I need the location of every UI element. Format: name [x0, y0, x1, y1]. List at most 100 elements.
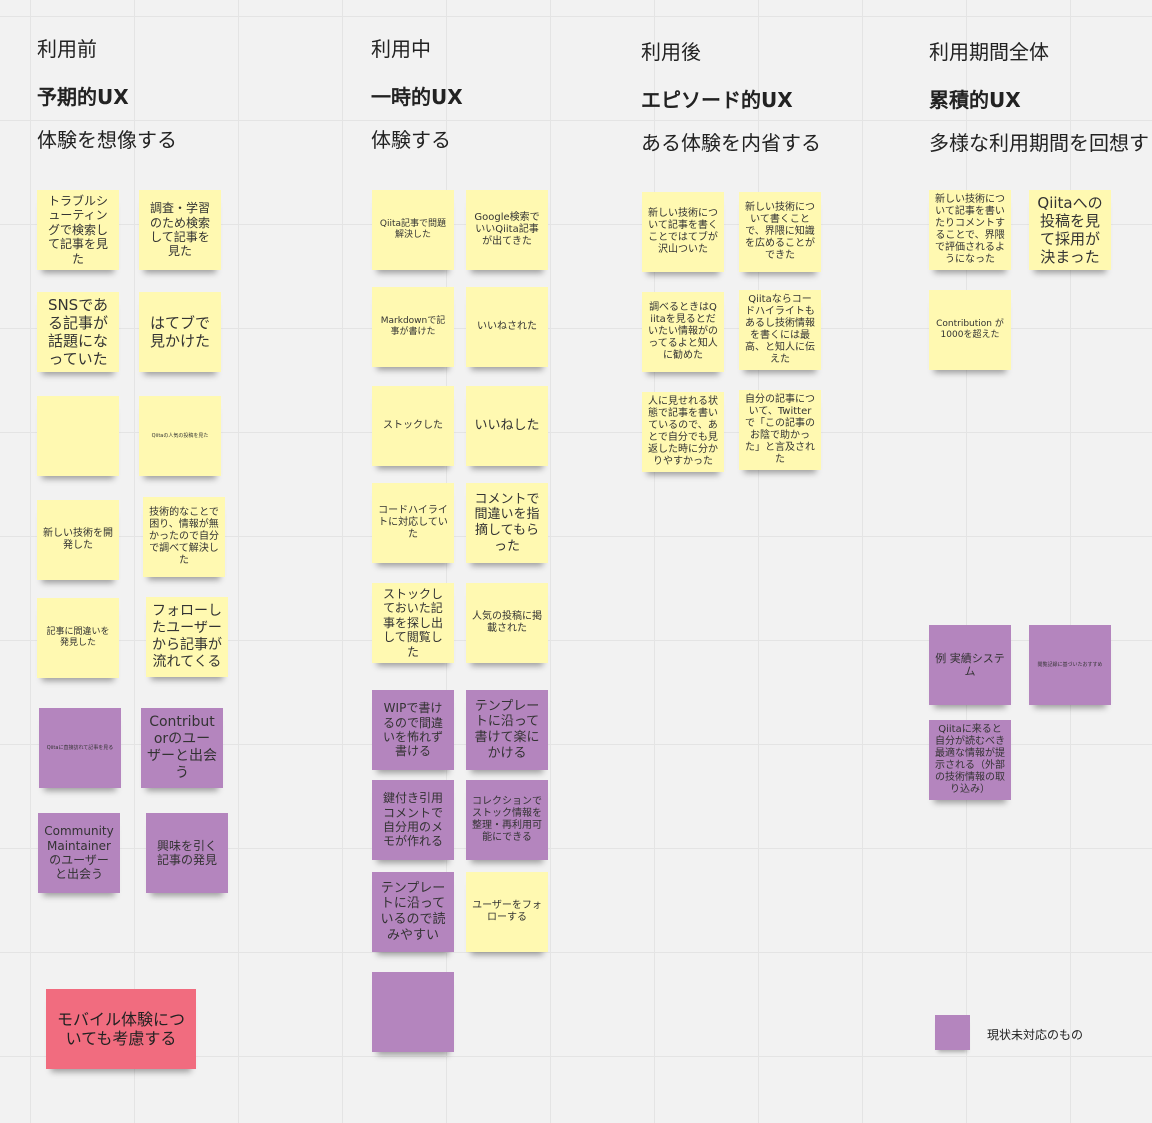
- sticky-note-text: トラブルシューティングで検索して記事を見た: [47, 194, 108, 266]
- sticky-note[interactable]: いいねした: [466, 386, 548, 466]
- sticky-note[interactable]: Markdownで記事が書けた: [372, 287, 454, 367]
- sticky-note[interactable]: 鍵付き引用コメントで自分用のメモが作れる: [372, 780, 454, 860]
- column-phase: 利用中: [371, 37, 431, 61]
- sticky-note-text: 新しい技術について記事を書くことではてブが沢山ついた: [648, 208, 718, 255]
- sticky-note-text: 閲覧記録に基づいたおすすめ: [1037, 662, 1103, 668]
- sticky-note-text: ストックしておいた記事を探し出して閲覧した: [382, 587, 443, 659]
- column-ux: 一時的UX: [371, 85, 463, 109]
- sticky-note[interactable]: Qiita記事で問題解決した: [372, 190, 454, 270]
- sticky-note[interactable]: [37, 396, 119, 476]
- sticky-note[interactable]: フォローしたユーザーから記事が流れてくる: [146, 597, 228, 677]
- sticky-note[interactable]: トラブルシューティングで検索して記事を見た: [37, 190, 119, 270]
- sticky-note-text: Qiitaに直接訪れて記事を見る: [46, 745, 114, 751]
- sticky-note[interactable]: Contributorのユーザーと出会う: [141, 708, 223, 788]
- sticky-note[interactable]: 新しい技術について記事を書いたりコメントすることで、界隈で評価されるようになった: [929, 190, 1011, 270]
- sticky-note[interactable]: 興味を引く記事の発見: [146, 813, 228, 893]
- sticky-note-text: Contribution が1000を超えた: [936, 319, 1004, 340]
- sticky-note[interactable]: 例 実績システム: [929, 625, 1011, 705]
- legend-swatch: [935, 1015, 970, 1050]
- sticky-note[interactable]: コードハイライトに対応していた: [372, 483, 454, 563]
- sticky-note-text: Community Maintainerのユーザーと出会う: [44, 824, 114, 882]
- sticky-note-text: いいねされた: [477, 321, 537, 332]
- sticky-note-text: SNSである記事が話題になっていた: [47, 296, 109, 368]
- column-phase: 利用後: [641, 40, 701, 64]
- column-desc: 体験を想像する: [37, 128, 177, 152]
- sticky-note-text: WIPで書けるので間違いを怖れず書ける: [382, 701, 443, 759]
- sticky-note[interactable]: SNSである記事が話題になっていた: [37, 292, 119, 372]
- sticky-note[interactable]: 調べるときはQiitaを見るとだいたい情報がのってるよと知人に勧めた: [642, 292, 724, 372]
- sticky-note[interactable]: コメントで間違いを指摘してもらった: [466, 483, 548, 563]
- sticky-note-text: Google検索でいいQiita記事が出てきた: [474, 212, 540, 247]
- sticky-note[interactable]: モバイル体験についても考慮する: [46, 989, 196, 1069]
- sticky-note[interactable]: いいねされた: [466, 287, 548, 367]
- column-desc: ある体験を内省する: [641, 131, 821, 155]
- sticky-note-text: 調べるときはQiitaを見るとだいたい情報がのってるよと知人に勧めた: [648, 302, 718, 361]
- sticky-note-text: コードハイライトに対応していた: [378, 505, 448, 540]
- sticky-note-text: 新しい技術について記事を書いたりコメントすることで、界隈で評価されるようになった: [935, 194, 1005, 265]
- sticky-note-text: 人に見せれる状態で記事を書いているので、あとで自分でも見返した時に分かりやすかっ…: [648, 396, 718, 467]
- column-ux: 累積的UX: [929, 88, 1021, 112]
- sticky-note-text: 自分の記事について、Twitterで「この記事のお陰で助かった」と言及された: [745, 394, 815, 465]
- sticky-note-text: 記事に間違いを発見した: [46, 627, 110, 648]
- sticky-note-text: ストックした: [383, 420, 443, 431]
- sticky-note-text: はてブで見かけた: [149, 314, 210, 350]
- sticky-note-text: 新しい技術について書くことで、界隈に知識を広めることができた: [745, 202, 815, 261]
- sticky-note[interactable]: 人に見せれる状態で記事を書いているので、あとで自分でも見返した時に分かりやすかっ…: [642, 392, 724, 472]
- sticky-note[interactable]: 新しい技術について記事を書くことではてブが沢山ついた: [642, 192, 724, 272]
- sticky-note[interactable]: ストックしておいた記事を探し出して閲覧した: [372, 583, 454, 663]
- sticky-note[interactable]: Community Maintainerのユーザーと出会う: [38, 813, 120, 893]
- sticky-note[interactable]: Qiitaに来ると自分が読むべき最適な情報が提示される（外部の技術情報の取り込み…: [929, 720, 1011, 800]
- sticky-note[interactable]: 調査・学習のため検索して記事を見た: [139, 190, 221, 270]
- sticky-note[interactable]: 技術的なことで困り、情報が無かったので自分で調べて解決した: [143, 497, 225, 577]
- sticky-note-text: Qiitaならコードハイライトもあるし技術情報を書くには最高、と知人に伝えた: [745, 294, 815, 365]
- column-desc: 多様な利用期間を回想す: [929, 131, 1149, 155]
- sticky-note-text: ユーザーをフォローする: [472, 900, 542, 923]
- sticky-note[interactable]: Qiitaへの投稿を見て採用が決まった: [1029, 190, 1111, 270]
- legend-label: 現状未対応のもの: [987, 1028, 1084, 1042]
- sticky-note-text: Qiitaへの投稿を見て採用が決まった: [1037, 194, 1103, 266]
- sticky-note[interactable]: 閲覧記録に基づいたおすすめ: [1029, 625, 1111, 705]
- sticky-note[interactable]: ストックした: [372, 386, 454, 466]
- sticky-note[interactable]: Qiitaならコードハイライトもあるし技術情報を書くには最高、と知人に伝えた: [739, 290, 821, 370]
- sticky-note-text: Markdownで記事が書けた: [380, 316, 446, 337]
- sticky-note-text: 新しい技術を開発した: [43, 528, 113, 551]
- column-phase: 利用期間全体: [929, 40, 1049, 64]
- column-ux: エピソード的UX: [641, 88, 793, 112]
- sticky-note[interactable]: ユーザーをフォローする: [466, 872, 548, 952]
- sticky-note-text: 技術的なことで困り、情報が無かったので自分で調べて解決した: [149, 507, 219, 566]
- sticky-note[interactable]: テンプレートに沿って書けて楽にかける: [466, 690, 548, 770]
- sticky-note-text: コレクションでストック情報を整理・再利用可能にできる: [472, 796, 542, 843]
- sticky-note-text: いいねした: [474, 418, 540, 434]
- sticky-note-text: テンプレートに沿っているので読みやすい: [380, 880, 446, 943]
- sticky-note-text: 興味を引く記事の発見: [156, 838, 217, 867]
- sticky-note-text: 例 実績システム: [935, 651, 1005, 678]
- column-ux: 予期的UX: [37, 85, 129, 109]
- sticky-note[interactable]: Qiitaの人気の投稿を見た: [139, 396, 221, 476]
- sticky-note-text: Qiitaの人気の投稿を見た: [151, 433, 209, 439]
- sticky-note[interactable]: Google検索でいいQiita記事が出てきた: [466, 190, 548, 270]
- sticky-note[interactable]: 人気の投稿に掲載された: [466, 583, 548, 663]
- sticky-note-text: モバイル体験についても考慮する: [56, 1009, 185, 1048]
- sticky-note-text: 鍵付き引用コメントで自分用のメモが作れる: [382, 791, 443, 849]
- column-desc: 体験する: [371, 128, 451, 152]
- sticky-note-text: 調査・学習のため検索して記事を見た: [149, 201, 210, 259]
- sticky-note[interactable]: 新しい技術について書くことで、界隈に知識を広めることができた: [739, 192, 821, 272]
- sticky-note[interactable]: テンプレートに沿っているので読みやすい: [372, 872, 454, 952]
- sticky-note[interactable]: コレクションでストック情報を整理・再利用可能にできる: [466, 780, 548, 860]
- sticky-note[interactable]: 自分の記事について、Twitterで「この記事のお陰で助かった」と言及された: [739, 390, 821, 470]
- sticky-note[interactable]: 新しい技術を開発した: [37, 500, 119, 580]
- sticky-note-text: コメントで間違いを指摘してもらった: [474, 491, 540, 554]
- sticky-note[interactable]: [372, 972, 454, 1052]
- sticky-note-text: 人気の投稿に掲載された: [472, 611, 542, 634]
- sticky-note-text: テンプレートに沿って書けて楽にかける: [474, 698, 540, 761]
- sticky-note[interactable]: Qiitaに直接訪れて記事を見る: [39, 708, 121, 788]
- sticky-note-text: Qiita記事で問題解決した: [379, 219, 447, 240]
- sticky-note-text: フォローしたユーザーから記事が流れてくる: [152, 603, 222, 670]
- sticky-note[interactable]: 記事に間違いを発見した: [37, 598, 119, 678]
- sticky-note[interactable]: はてブで見かけた: [139, 292, 221, 372]
- sticky-note[interactable]: WIPで書けるので間違いを怖れず書ける: [372, 690, 454, 770]
- sticky-note[interactable]: Contribution が1000を超えた: [929, 290, 1011, 370]
- column-phase: 利用前: [37, 37, 97, 61]
- sticky-note-text: Qiitaに来ると自分が読むべき最適な情報が提示される（外部の技術情報の取り込み…: [935, 724, 1005, 795]
- sticky-note-text: Contributorのユーザーと出会う: [147, 714, 217, 781]
